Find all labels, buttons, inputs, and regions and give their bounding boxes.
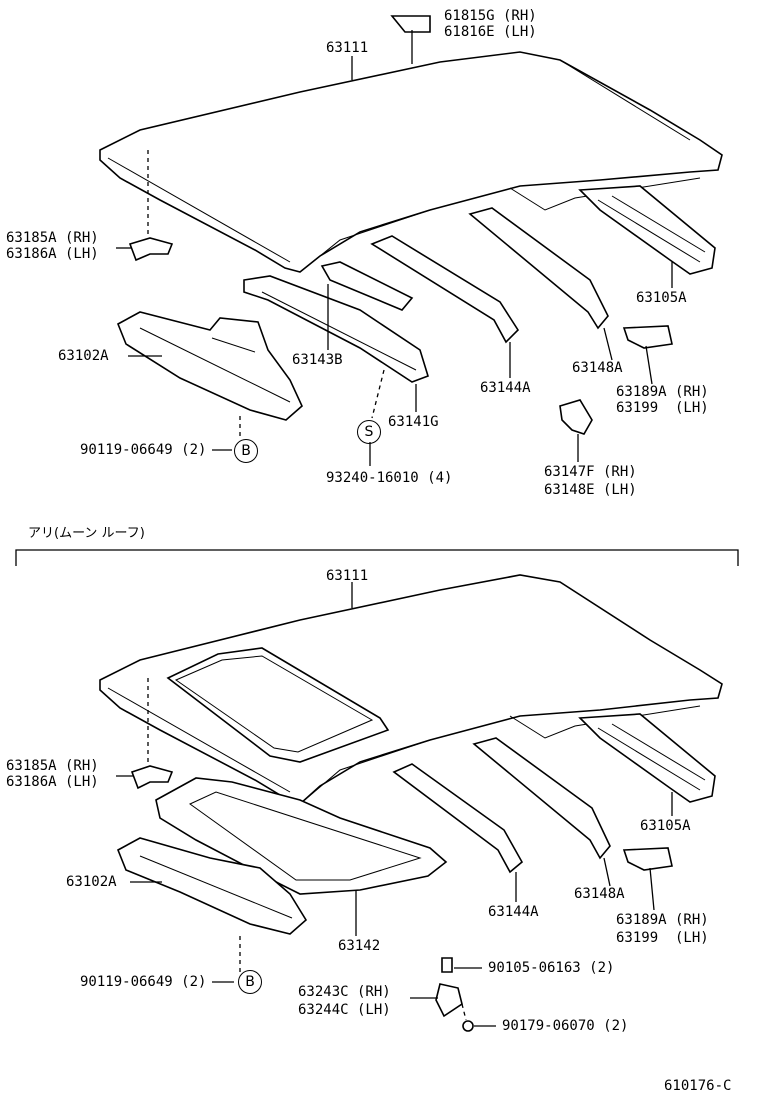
part-63185-bracket-b [130,765,174,790]
label-63199-top: 63199 (LH) [616,400,709,416]
label-63105a-bottom: 63105A [640,818,691,834]
label-63144a-bottom: 63144A [488,904,539,920]
top-leader-lines [116,30,673,466]
part-63148a-bow-b [472,737,611,860]
part-63142-housing [155,777,448,895]
part-63102-front-panel [116,311,303,421]
label-90179: 90179-06070 (2) [502,1018,629,1034]
bottom-assembly [99,574,723,1032]
section-title: アリ(ムーン ルーフ) [28,526,145,541]
label-63141g: 63141G [388,414,439,430]
label-61816e: 61816E (LH) [444,24,537,40]
label-63244c: 63244C (LH) [298,1002,391,1018]
label-63102a-top: 63102A [58,348,109,364]
label-90119-bottom: 90119-06649 (2) [80,974,207,990]
label-63189a-bottom: 63189A (RH) [616,912,709,928]
part-63144a-bow [370,235,520,344]
roof-panel-top [99,51,723,273]
part-63148a-bow [468,207,609,330]
part-63102-front-panel-b [116,837,308,935]
part-63185-bracket [128,237,174,262]
part-63189-bracket [622,325,673,349]
diagram-code: 610176-C [664,1078,732,1094]
label-63185a-top: 63185A (RH) [6,230,99,246]
label-63148a-bottom: 63148A [574,886,625,902]
label-63186a-bottom: 63186A (LH) [6,774,99,790]
label-63186a-top: 63186A (LH) [6,246,99,262]
label-63111-bottom: 63111 [326,568,369,584]
label-90119-top: 90119-06649 (2) [80,442,207,458]
part-90105-bolt [441,957,453,973]
part-63143b-bow [320,261,414,311]
part-63147-bracket [559,399,593,435]
label-63199-bottom: 63199 (LH) [616,930,709,946]
label-63147f: 63147F (RH) [544,464,637,480]
sunroof-opening [166,647,390,763]
circle-s-marker: S [357,420,381,444]
label-93240: 93240-16010 (4) [326,470,453,486]
label-63243c: 63243C (RH) [298,984,391,1000]
label-63105a-top: 63105A [636,290,687,306]
label-63144a-top: 63144A [480,380,531,396]
roof-panel-bottom [99,574,723,805]
label-63189a-top: 63189A (RH) [616,384,709,400]
label-63185a-bottom: 63185A (RH) [6,758,99,774]
bottom-leader-lines [116,582,673,1027]
part-63189-bracket-b [622,847,673,871]
circle-b-marker-top: B [234,439,258,463]
part-63243-bracket [435,983,463,1018]
label-63111-top: 63111 [326,40,369,56]
label-61815g: 61815G (RH) [444,8,537,24]
label-63143b: 63143B [292,352,343,368]
label-63148e: 63148E (LH) [544,482,637,498]
section-bracket [15,549,739,566]
label-63142: 63142 [338,938,381,954]
part-63144a-bow-b [392,763,524,874]
part-61815-clip [390,15,431,33]
label-63102a-bottom: 63102A [66,874,117,890]
top-assembly [99,15,723,466]
label-63148a-top: 63148A [572,360,623,376]
part-90179-nut [462,1020,474,1032]
label-90105: 90105-06163 (2) [488,960,615,976]
circle-b-marker-bottom: B [238,970,262,994]
